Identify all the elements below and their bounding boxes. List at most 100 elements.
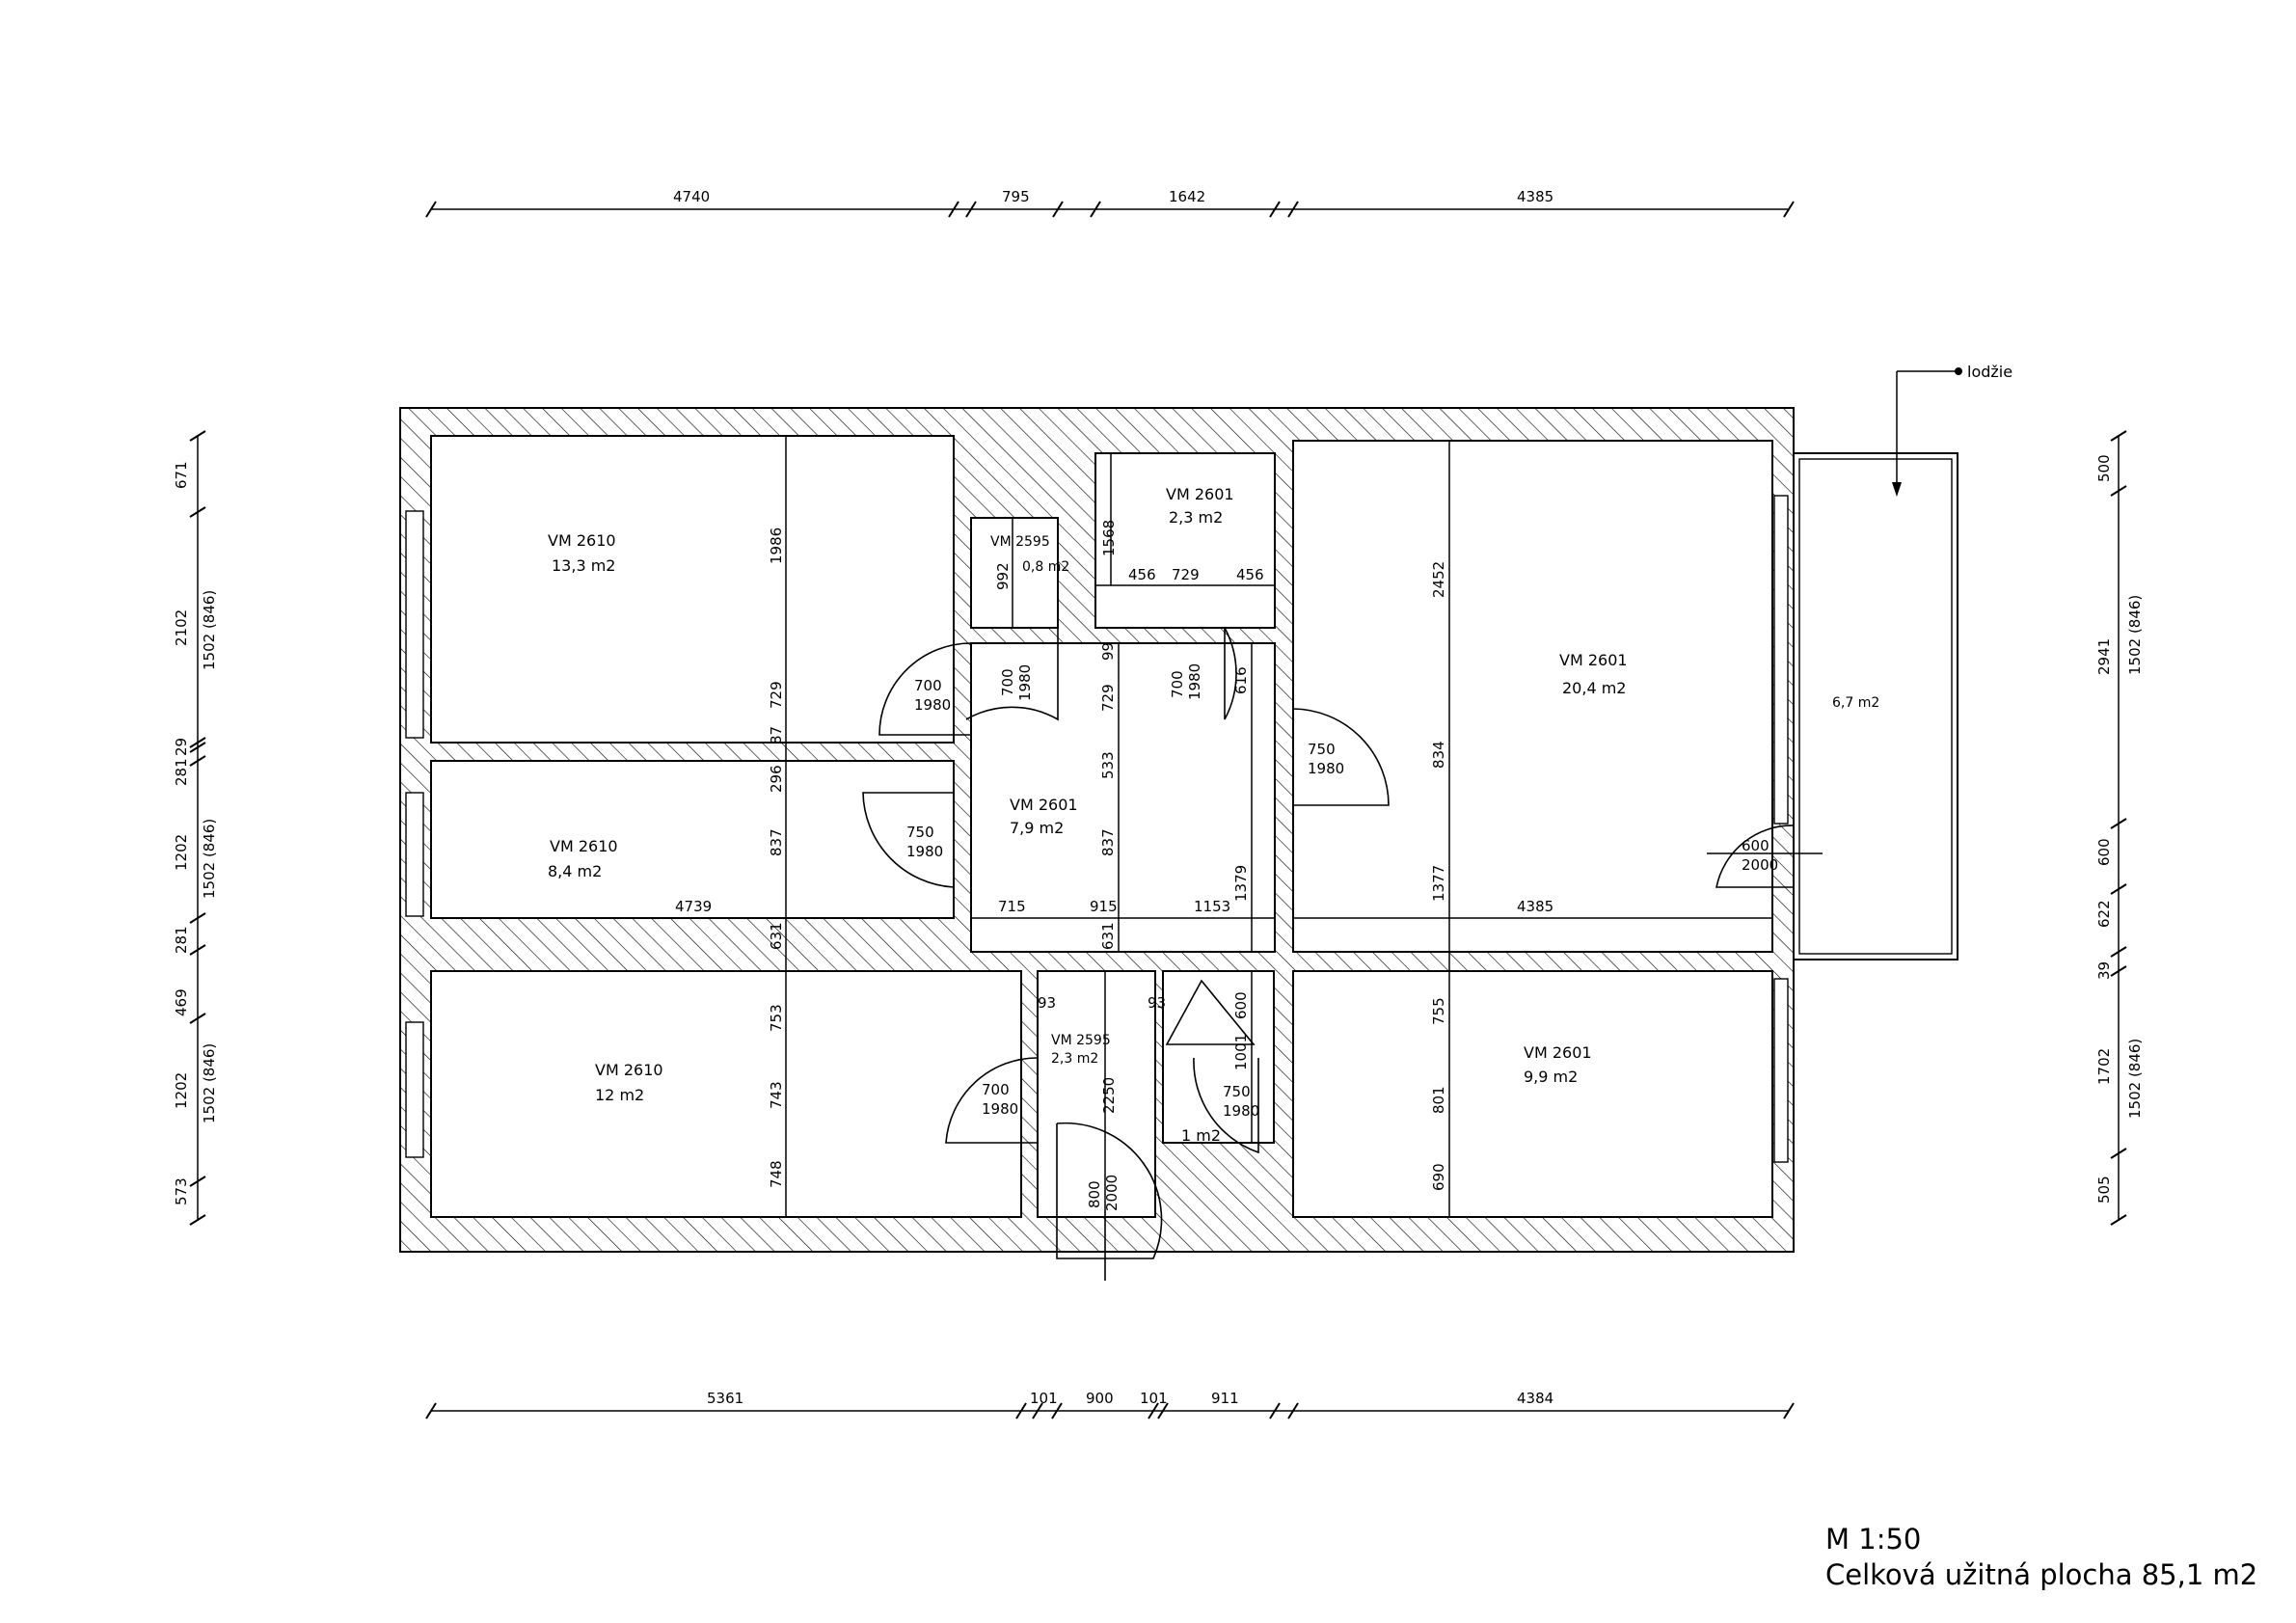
callout-dot-icon <box>1955 367 1962 375</box>
dim-value: 837 <box>1099 828 1117 856</box>
door-swing-icon <box>1056 1122 1163 1259</box>
loggia-callout: lodžie <box>1892 363 2012 497</box>
dim-value: 631 <box>1099 922 1117 950</box>
dimension-tick <box>1148 1402 1159 1420</box>
dimension-tick <box>1051 1402 1063 1420</box>
door-swing-icon <box>945 1057 1039 1144</box>
dimension-tick <box>1287 201 1299 218</box>
window-icon <box>1773 495 1789 825</box>
dim-value: 671 <box>173 461 190 489</box>
dim-value: 753 <box>768 1004 785 1032</box>
dimension-tick <box>425 1402 437 1420</box>
door-swing-icon <box>878 642 972 736</box>
dim-value: 715 <box>998 898 1026 915</box>
dimension-tick <box>189 737 206 748</box>
interior-dimension-lines <box>431 436 1772 1217</box>
dim-value: 29 <box>173 738 190 756</box>
dim-value: 2102 <box>173 609 190 646</box>
room-code: VM 2610 <box>595 1061 663 1079</box>
dimension-tick <box>2110 1214 2127 1226</box>
dim-value: 5361 <box>707 1390 743 1407</box>
door-width: 700 <box>982 1081 1010 1098</box>
dim-value: 456 <box>1236 566 1264 583</box>
room-area: 6,7 m2 <box>1832 695 1879 711</box>
dim-value: 4385 <box>1517 188 1553 205</box>
dimension-left: 671 2102 29 281 1202 281 469 1202 573 15… <box>173 430 218 1226</box>
dim-value: 1502 (846) <box>2126 1039 2144 1119</box>
dimension-right: 500 2941 600 622 39 1702 505 1502 (846) … <box>2095 430 2144 1226</box>
door-height: 1980 <box>1308 760 1344 777</box>
loggia-label: lodžie <box>1967 363 2012 381</box>
room-code: VM 2601 <box>1010 796 1078 814</box>
room-area: 20,4 m2 <box>1562 679 1626 697</box>
dim-value: 631 <box>768 922 785 950</box>
dim-value: 616 <box>1232 666 1250 694</box>
dim-value: 600 <box>2095 838 2113 866</box>
door-height: 2000 <box>1103 1175 1121 1211</box>
dimension-tick <box>1032 1402 1043 1420</box>
dim-value: 622 <box>2095 900 2113 928</box>
dim-value: 1568 <box>1100 520 1118 556</box>
dim-value: 755 <box>1430 997 1447 1025</box>
door-width: 700 <box>999 668 1016 696</box>
room-code: VM 2601 <box>1524 1043 1592 1062</box>
dim-value: 795 <box>1002 188 1030 205</box>
dim-value: 456 <box>1128 566 1156 583</box>
dimension-tick <box>1269 1402 1281 1420</box>
room-labels: VM 2610 13,3 m2 VM 2610 8,4 m2 VM 2610 1… <box>548 485 1879 1145</box>
dim-value: 1001 <box>1232 1034 1250 1070</box>
dimension-tick <box>1783 201 1795 218</box>
loggia-railing <box>1798 458 1953 955</box>
dimension-tick <box>189 1176 206 1187</box>
dim-value: 93 <box>1148 994 1166 1012</box>
dim-value: 2941 <box>2095 638 2113 675</box>
dimension-tick <box>965 201 977 218</box>
dimension-tick <box>2110 430 2127 442</box>
dimension-tick <box>189 912 206 924</box>
dim-value: 1986 <box>768 527 785 564</box>
dim-value: 4384 <box>1517 1390 1553 1407</box>
dimension-tick <box>1015 1402 1027 1420</box>
dim-value: 1377 <box>1430 865 1447 902</box>
room-area: 2,3 m2 <box>1169 508 1223 527</box>
dim-value: 992 <box>994 562 1012 590</box>
room-area: 13,3 m2 <box>552 556 615 575</box>
dim-value: 1702 <box>2095 1048 2113 1085</box>
door-height: 1980 <box>1016 664 1034 701</box>
door-swing-icon <box>1150 627 1237 720</box>
window-icon <box>405 792 424 917</box>
dimension-tick <box>2110 485 2127 497</box>
dim-value: 4740 <box>673 188 710 205</box>
dimension-tick <box>189 1013 206 1024</box>
dimension-tick <box>1157 1402 1169 1420</box>
door-width: 750 <box>1223 1083 1251 1100</box>
room-r4-area <box>970 517 1059 629</box>
room-r8-area <box>1162 970 1275 1144</box>
dim-value: 834 <box>1430 741 1447 769</box>
dim-value: 87 <box>768 726 785 744</box>
chimney-triangle-icon <box>1165 979 1256 1045</box>
door-height: 2000 <box>1742 856 1778 874</box>
dim-value: 99 <box>1099 642 1117 661</box>
dimension-tick <box>948 201 959 218</box>
dim-value: 4385 <box>1517 898 1553 915</box>
dim-value: 505 <box>2095 1176 2113 1204</box>
dim-value: 533 <box>1099 751 1117 779</box>
windows <box>405 495 1789 1163</box>
dim-value: 93 <box>1038 994 1056 1012</box>
door-swing-icon <box>1193 1057 1259 1154</box>
dim-value: 573 <box>173 1177 190 1205</box>
room-r9-area <box>1292 440 1773 953</box>
room-area: 7,9 m2 <box>1010 819 1064 837</box>
room-r10-area <box>1292 970 1773 1218</box>
dim-value: 469 <box>173 988 190 1016</box>
dim-value: 2250 <box>1100 1077 1118 1114</box>
dimension-tick <box>1052 201 1064 218</box>
room-r11-area <box>1793 452 1958 960</box>
dimension-tick <box>2110 965 2127 977</box>
door-swing-icon <box>862 792 955 888</box>
room-r1-area <box>430 435 955 744</box>
room-area: 8,4 m2 <box>548 862 602 880</box>
dim-value: 1379 <box>1232 865 1250 902</box>
dim-value: 729 <box>1172 566 1200 583</box>
